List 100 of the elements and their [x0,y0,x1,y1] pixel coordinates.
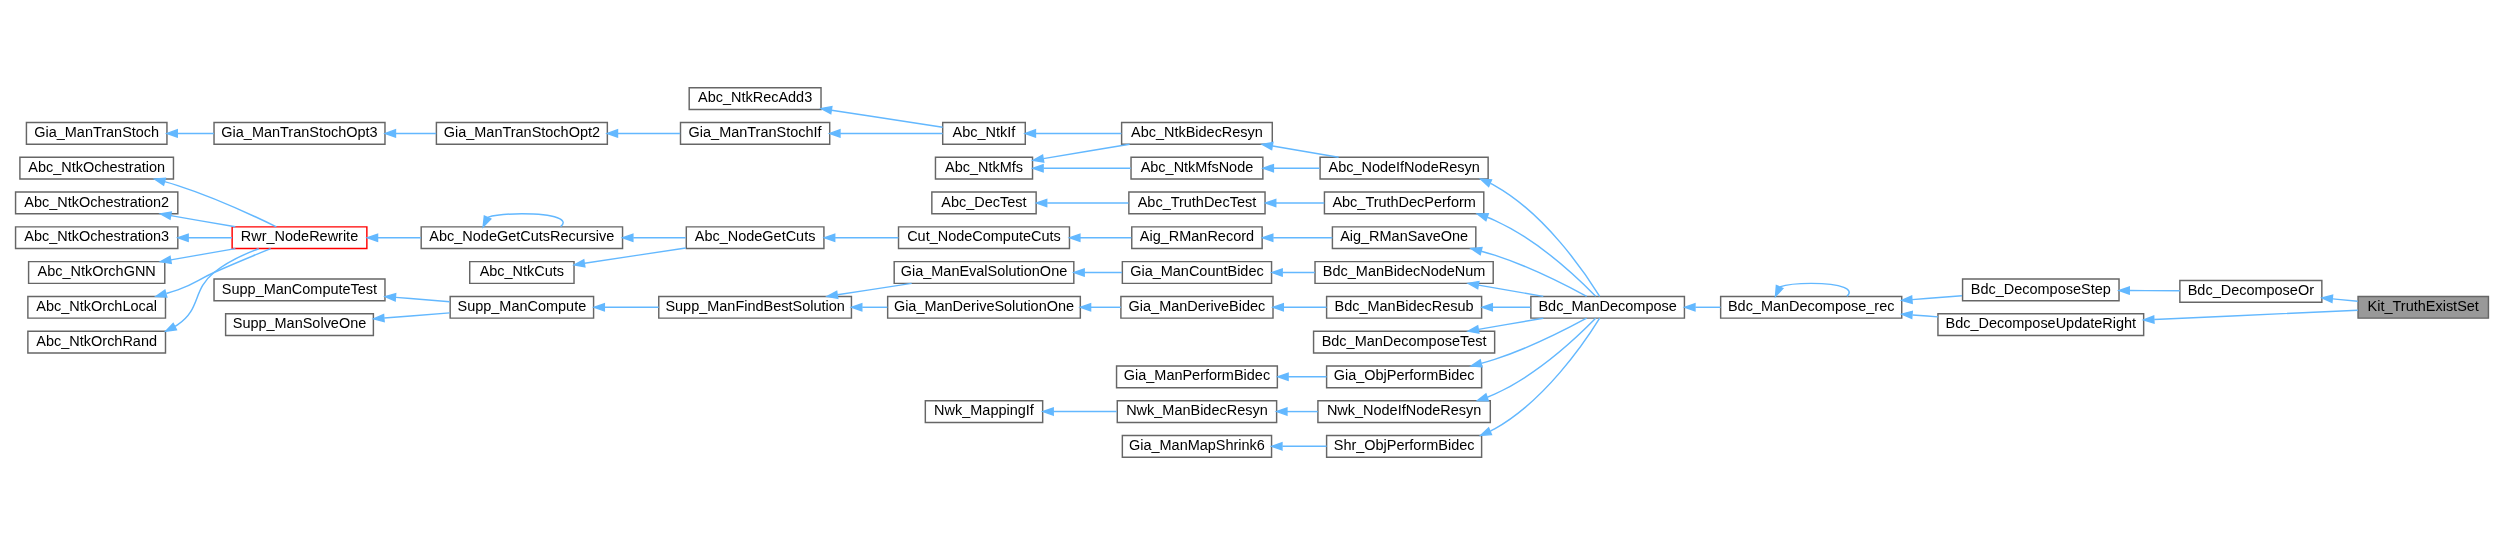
node-box: Abc_TruthDecTest [1128,190,1266,215]
arrow [1078,302,1122,312]
arrow [1774,282,1850,298]
arrow [1469,246,1588,297]
node-box: Abc_NtkCuts [469,260,575,284]
node-box: Gia_ManTranStochIf [679,121,831,145]
arrow [158,247,237,264]
arrow [1682,302,1722,312]
arrow [1023,128,1123,138]
arrow [605,128,681,138]
arrow [1260,141,1340,158]
node-box: Gia_ManTranStochOpt3 [213,121,386,145]
node-box: Rwr_NodeRewrite [231,225,368,249]
arrow [2116,285,2181,295]
node-box: Abc_NtkBidecResyn [1120,121,1273,145]
arrow [153,247,272,298]
arrow [849,302,889,312]
arrow [1466,316,1544,334]
node-box: Abc_NtkOrchGNN [27,260,166,284]
arrow [158,210,237,228]
node-box: Abc_NtkMfsNode [1130,156,1264,180]
arrow [572,246,687,268]
arrow [1071,267,1123,277]
node-box: Abc_NtkIf [942,121,1026,145]
arrow [1269,267,1316,277]
arrow [1478,316,1601,436]
node-box: Abc_NtkOchestration2 [14,190,179,215]
node-box: Bdc_ManDecompose_rec [1719,295,1903,319]
node-box: Aig_RManRecord [1131,225,1263,249]
node-box: Abc_TruthDecPerform [1323,190,1485,215]
arrow [175,232,233,242]
node-box: Bdc_DecomposeStep [1961,277,2120,301]
arrow [1466,280,1544,297]
node-box: Gia_ManDeriveBidec [1120,295,1274,319]
arrow [383,128,437,138]
node-box: Gia_ManMapShrink6 [1121,434,1273,458]
node-box: Supp_ManComputeTest [213,277,386,301]
arrow [164,128,215,138]
arrow [383,292,451,302]
arrow [1478,177,1601,297]
node-box: Abc_NtkOchestration3 [14,225,179,249]
node-box: Supp_ManSolveOne [224,312,375,336]
arrow [371,311,451,323]
arrow [1260,232,1334,242]
node-box: Abc_NtkRecAdd3 [688,86,822,110]
arrow [1475,317,1597,401]
arrow [1899,294,1963,304]
arrow [1469,317,1588,368]
node-box: Aig_RManSaveOne [1331,225,1477,249]
arrow [163,247,260,332]
arrow [1030,143,1131,163]
node-box: Bdc_ManDecompose [1530,295,1686,319]
node-box: Gia_ManPerformBidec [1115,364,1279,388]
node-box: Shr_ObjPerformBidec [1325,434,1483,458]
arrow [152,176,278,228]
arrow [1030,163,1132,173]
arrow [822,232,900,242]
node-box: Nwk_MappingIf [924,399,1044,423]
arrow [819,105,944,128]
arrow [1263,197,1325,208]
node-box: Nwk_ManBidecResyn [1116,399,1278,423]
node-box: Abc_DecTest [931,190,1037,215]
arrow [482,212,564,229]
node-box: Abc_NtkOrchRand [27,329,167,354]
node-box: Abc_NtkOchestration [19,156,175,180]
arrow [2141,308,2359,324]
arrow [1269,441,1328,451]
arrow [1040,406,1118,416]
node-box: Abc_NodeIfNodeResyn [1319,156,1489,180]
node-box: Bdc_ManBidecResub [1325,295,1483,319]
arrow [1067,232,1133,242]
node-box: Nwk_NodeIfNodeResyn [1317,399,1492,423]
node-box: Supp_ManFindBestSolution [658,295,853,319]
node-box: Abc_NtkMfs [934,156,1034,180]
arrow [1270,302,1328,312]
arrow [1034,197,1130,208]
arrow [1274,406,1319,416]
node-box: Supp_ManCompute [449,295,595,319]
node-box: Kit_TruthExistSet [2357,295,2490,319]
node-box: Bdc_ManDecomposeTest [1312,329,1496,354]
node-box: Gia_ManCountBidec [1121,260,1273,284]
node-box: Gia_ManDeriveSolutionOne [886,295,1082,319]
arrow [2319,293,2359,303]
node-box: Gia_ManEvalSolutionOne [893,260,1075,284]
node-box: Cut_NodeComputeCuts [897,225,1071,249]
arrow [1261,163,1321,173]
arrow [825,282,913,299]
arrow [1480,302,1532,312]
arrow [1899,309,1939,319]
node-box: Bdc_ManBidecNodeNum [1314,260,1494,284]
node-box: Gia_ManTranStochOpt2 [435,121,609,145]
node-box: Abc_NodeGetCuts [685,225,825,249]
node-box: Gia_ManTranStoch [25,121,168,145]
arrow [1275,371,1328,381]
arrow [827,128,944,138]
node-box: Abc_NtkOrchLocal [27,295,167,319]
node-box: Gia_ObjPerformBidec [1325,364,1483,388]
arrow [1475,212,1597,297]
node-box: Bdc_DecomposeUpdateRight [1937,312,2145,336]
node-box: Bdc_DecomposeOr [2179,279,2323,303]
